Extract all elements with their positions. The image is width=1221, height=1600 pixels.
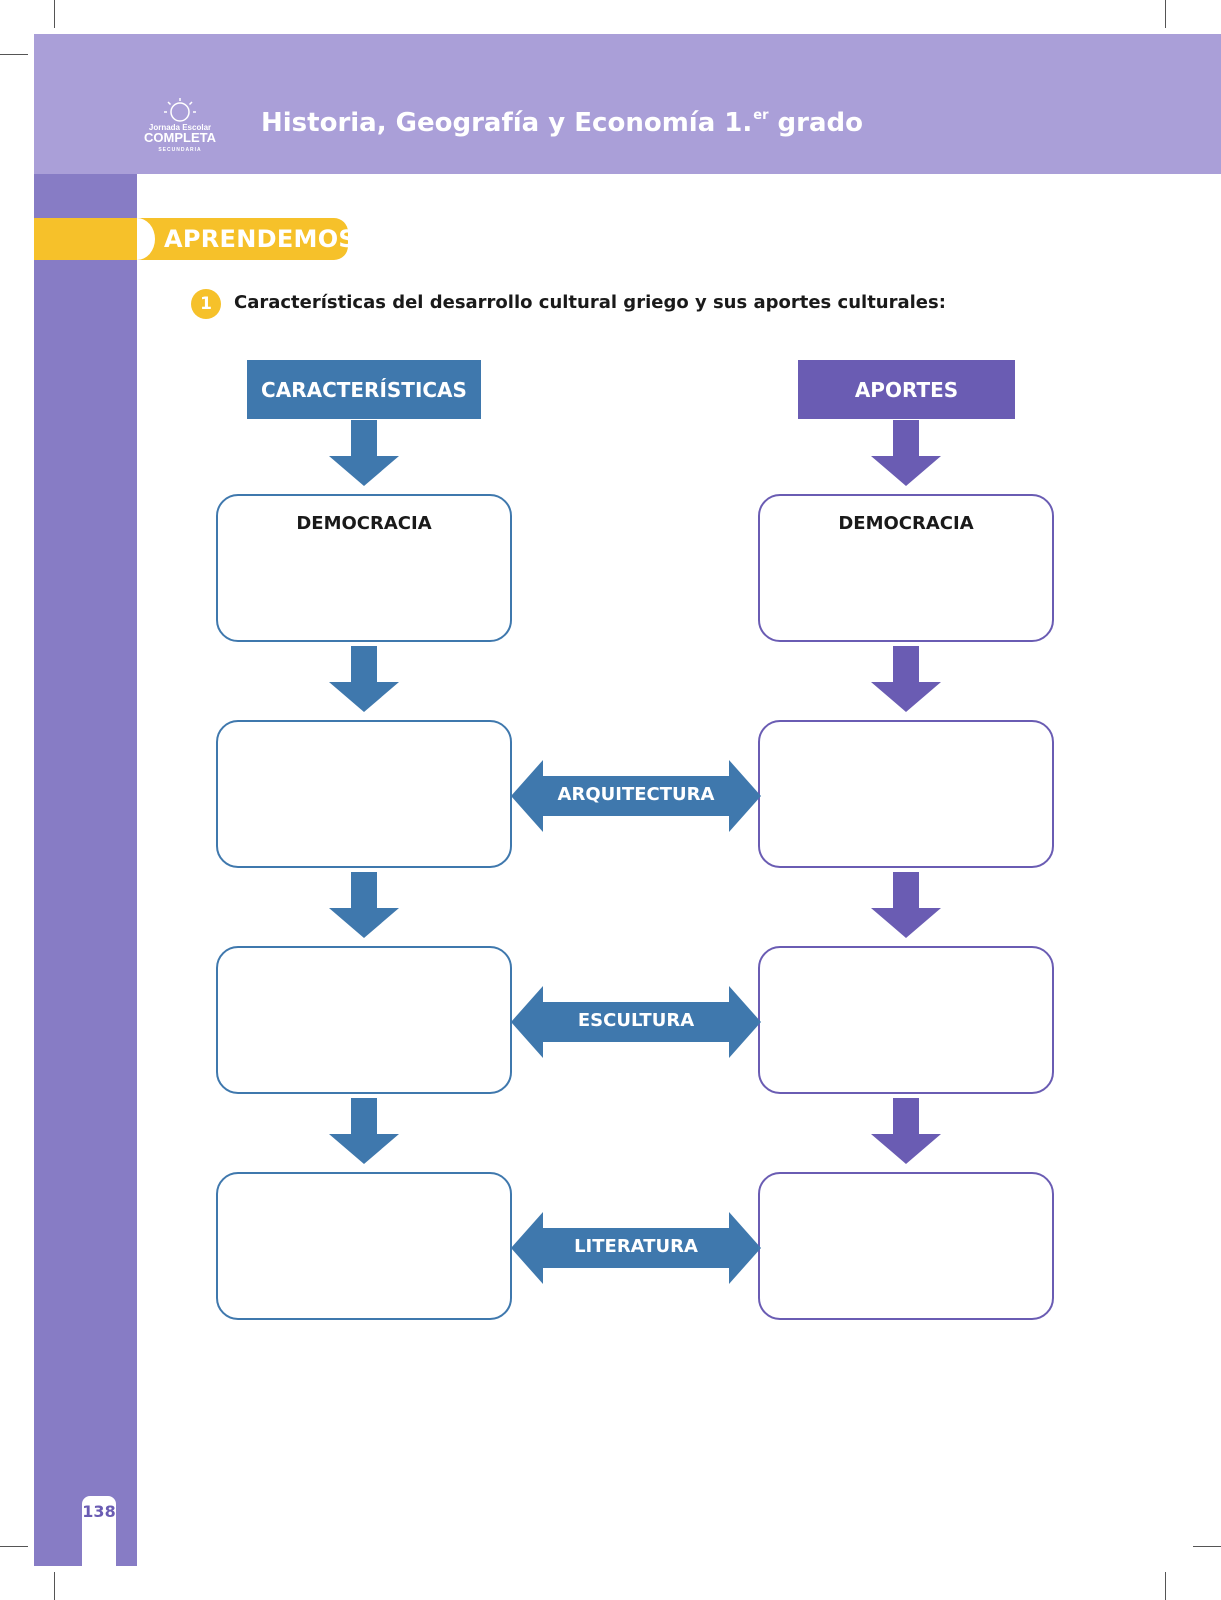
header-band [34, 34, 1221, 174]
header-title-superscript: er [753, 108, 769, 123]
section-tab [34, 218, 348, 260]
contribution-box[interactable] [758, 1172, 1054, 1320]
side-band [34, 174, 137, 1566]
characteristic-box[interactable]: DEMOCRACIA [216, 494, 512, 642]
connector-label-sculpture: ESCULTURA [577, 1010, 695, 1031]
down-arrow-icon [329, 420, 399, 486]
header-title-main: Historia, Geografía y Economía 1. [261, 108, 753, 138]
down-arrow-icon [871, 872, 941, 938]
contribution-box-label: DEMOCRACIA [838, 513, 974, 534]
down-arrow-icon [329, 646, 399, 712]
contribution-box[interactable] [758, 720, 1054, 868]
crop-mark [1193, 1546, 1221, 1547]
double-arrow-icon [511, 1212, 761, 1284]
double-arrow-icon [511, 760, 761, 832]
jornada-escolar-logo: Jornada Escolar COMPLETA SECUNDARIA [144, 98, 217, 153]
question-number-badge: 1 [191, 289, 221, 319]
crop-mark [0, 1546, 28, 1547]
logo-text-secundaria: SECUNDARIA [158, 147, 201, 153]
characteristic-box-label: DEMOCRACIA [296, 513, 432, 534]
crop-mark [0, 54, 28, 55]
page-header-title: Historia, Geografía y Economía 1.er grad… [261, 108, 863, 138]
crop-mark [1165, 0, 1166, 28]
header-title-end: grado [768, 108, 864, 138]
characteristic-box[interactable] [216, 1172, 512, 1320]
connector-label-architecture: ARQUITECTURA [557, 784, 715, 805]
section-tab-notch [137, 218, 155, 260]
double-arrow-icon [511, 986, 761, 1058]
crop-mark [54, 1572, 55, 1600]
down-arrow-icon [871, 1098, 941, 1164]
characteristics-header: CARACTERÍSTICAS [247, 360, 481, 419]
contributions-header: APORTES [798, 360, 1015, 419]
down-arrow-icon [871, 646, 941, 712]
crop-mark [1165, 1572, 1166, 1600]
characteristic-box[interactable] [216, 946, 512, 1094]
question-text: Características del desarrollo cultural … [234, 292, 946, 313]
logo-text-completa: COMPLETA [144, 130, 217, 145]
logo-text-jornada: Jornada Escolar [149, 123, 211, 132]
connector-label-literature: LITERATURA [574, 1236, 698, 1257]
contribution-box[interactable]: DEMOCRACIA [758, 494, 1054, 642]
crop-mark [54, 0, 55, 28]
down-arrow-icon [871, 420, 941, 486]
section-title: APRENDEMOS [164, 225, 357, 253]
contribution-box[interactable] [758, 946, 1054, 1094]
down-arrow-icon [329, 872, 399, 938]
page-number: 138 [82, 1496, 116, 1566]
characteristic-box[interactable] [216, 720, 512, 868]
down-arrow-icon [329, 1098, 399, 1164]
